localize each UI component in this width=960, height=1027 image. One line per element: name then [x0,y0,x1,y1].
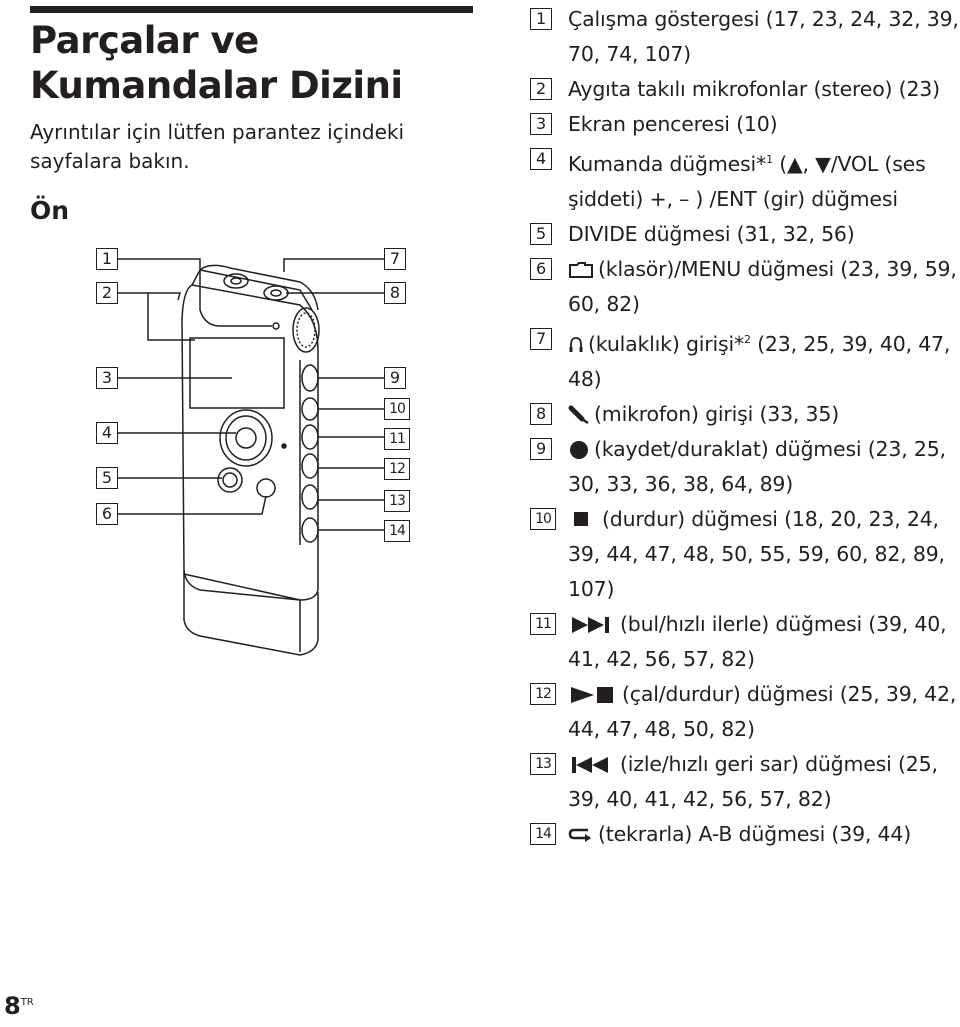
item-text: (bul/hızlı ilerle) düğmesi (39, 40, 41, … [568,611,947,671]
list-item: 13 (izle/hızlı geri sar) düğmesi (25, 39… [530,747,960,817]
callout-7: 7 [384,248,406,270]
list-item: 12 (çal/durdur) düğmesi (25, 39, 42, 44,… [530,677,960,747]
list-item: 14 (tekrarla) A-B düğmesi (39, 44) [530,817,960,852]
folder-icon [569,261,593,278]
page-language: TR [20,997,34,1008]
item-text: Aygıta takılı mikrofonlar (stereo) (23) [568,77,940,101]
item-number: 13 [530,752,556,775]
list-item: 7 (kulaklık) girişi*2 (23, 25, 39, 40, 4… [530,322,960,397]
item-number: 6 [530,257,552,280]
callout-12: 12 [384,458,410,480]
previous-track-icon [572,756,608,773]
item-text: (kulaklık) girişi* [588,331,744,356]
item-number: 7 [530,327,552,350]
item-text-cont: (▲, ▼/VOL (ses şiddeti) +, – ) /ENT (gir… [568,151,926,211]
divide-button [217,467,243,493]
item-number: 10 [530,507,556,530]
item-text: DIVIDE düğmesi (31, 32, 56) [568,221,855,246]
menu-button [256,478,276,498]
callout-9: 9 [384,367,406,389]
callout-3: 3 [96,367,118,389]
item-number: 11 [530,612,556,635]
list-item: 11 (bul/hızlı ilerle) düğmesi (39, 40, 4… [530,607,960,677]
item-text: (durdur) düğmesi (18, 20, 23, 24, 39, 44… [568,506,945,601]
operation-indicator [272,322,280,330]
headphones-icon [569,336,583,352]
item-number: 14 [530,822,556,845]
callout-8: 8 [384,282,406,304]
repeat-icon [568,828,591,842]
callout-11: 11 [384,428,410,450]
display-window [189,337,285,409]
usb-cover [183,570,319,656]
microphone-jack [263,285,289,301]
callout-1: 1 [96,248,118,270]
callout-6: 6 [96,503,118,525]
header-rule [30,6,473,13]
callout-2: 2 [96,282,118,304]
list-item: 1 Çalışma göstergesi (17, 23, 24, 32, 39… [530,2,960,72]
list-item: 5 DIVIDE düğmesi (31, 32, 56) [530,217,960,252]
item-text: (kaydet/duraklat) düğmesi (23, 25, 30, 3… [568,436,946,496]
section-heading: Ön [30,196,70,225]
play-stop-icon [571,686,613,703]
item-number: 9 [530,437,552,460]
item-text: (mikrofon) girişi (33, 35) [594,401,840,426]
list-item: 8 (mikrofon) girişi (33, 35) [530,397,960,432]
item-number: 2 [530,78,552,100]
item-text: (izle/hızlı geri sar) düğmesi (25, 39, 4… [568,751,938,811]
list-item: 10 (durdur) düğmesi (18, 20, 23, 24, 39,… [530,502,960,607]
page-number: 8TR [4,992,34,1020]
callout-13: 13 [384,490,410,512]
item-number: 3 [530,113,552,135]
headphone-jack [223,273,249,289]
item-number: 1 [530,8,552,30]
next-track-icon [572,616,609,633]
item-text: Kumanda düğmesi* [568,151,767,176]
item-text-cont: (23, 25, 39, 40, 47, 48) [568,331,951,391]
side-buttons [299,360,319,545]
voice-recorder-illustration [118,258,384,656]
callout-10: 10 [384,398,410,420]
list-item: 9 (kaydet/duraklat) düğmesi (23, 25, 30,… [530,432,960,502]
page-subtitle: Ayrıntılar için lütfen parantez içindeki… [30,120,405,173]
footnote-marker: 1 [766,153,773,166]
item-text: (tekrarla) A-B düğmesi (39, 44) [598,821,912,846]
microphone-icon [568,405,589,424]
record-icon [570,440,588,459]
stop-icon [574,511,588,526]
item-text: (klasör)/MENU düğmesi (23, 39, 59, 60, 8… [568,256,957,316]
item-number: 5 [530,222,552,245]
control-button [219,409,273,467]
recorder-body [181,284,319,601]
built-in-microphone [292,307,320,353]
list-item: 4 Kumanda düğmesi*1 (▲, ▼/VOL (ses şidde… [530,142,960,217]
callout-4: 4 [96,422,118,444]
item-number: 8 [530,402,552,425]
item-number: 12 [530,682,556,705]
parts-list: 1 Çalışma göstergesi (17, 23, 24, 32, 39… [530,2,960,852]
item-text: Ekran penceresi (10) [568,112,778,136]
callout-5: 5 [96,467,118,489]
footnote-marker: 2 [744,332,751,346]
list-item: 2 Aygıta takılı mikrofonlar (stereo) (23… [530,72,960,107]
item-text: (çal/durdur) düğmesi (25, 39, 42, 44, 47… [568,681,957,741]
callout-14: 14 [384,520,410,542]
list-item: 6 (klasör)/MENU düğmesi (23, 39, 59, 60,… [530,252,960,322]
item-number: 4 [530,148,552,170]
list-item: 3 Ekran penceresi (10) [530,107,960,142]
item-text: Çalışma göstergesi (17, 23, 24, 32, 39, … [568,7,959,66]
